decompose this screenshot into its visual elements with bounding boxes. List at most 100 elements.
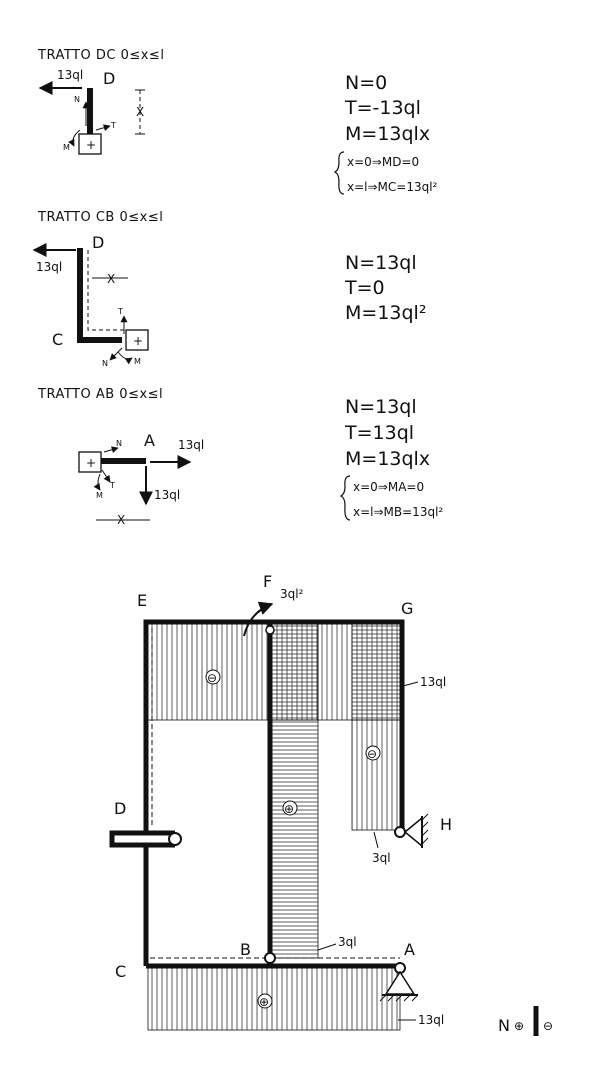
value-right-low: 3ql (372, 851, 391, 865)
axis-m-arrow-ab (93, 473, 101, 491)
leader-center (317, 943, 337, 951)
sign-bg-right (365, 745, 381, 761)
axis-n-arrow-ab (103, 446, 119, 454)
case-ab-1: x=l⇒MB=13ql² (353, 505, 443, 519)
heading-cb: TRATTO CB 0≤x≤l (37, 210, 163, 225)
legend-plus: ⊕ (514, 1019, 524, 1033)
heading-ab: TRATTO AB 0≤x≤l (37, 387, 163, 402)
section-box-dc (78, 133, 102, 155)
legend: N ⊕ ⊖ (498, 1006, 553, 1036)
node-label-a: A (404, 940, 415, 959)
node-b-hinge (264, 952, 276, 964)
moment-label-f: 3ql² (280, 587, 304, 601)
value-bottom: 13ql (418, 1013, 444, 1027)
n-region-center-column (269, 719, 319, 959)
node-label-e: E (137, 591, 147, 610)
node-label-h: H (440, 815, 452, 834)
dashed-fiber-cb (87, 250, 124, 331)
node-label-b: B (240, 940, 251, 959)
legend-label: N (498, 1016, 510, 1035)
axis-m-arrow-dc (68, 129, 81, 147)
n-region-top-mid-h (269, 623, 319, 721)
axis-t-dc: T (110, 121, 116, 130)
section-box-cb (125, 329, 149, 351)
axis-t-arrow-dc (95, 124, 111, 132)
frame-d-e-g-h (143, 619, 405, 836)
support-a-hatch (379, 994, 419, 1002)
axis-m-arrow-cb (117, 351, 133, 365)
axis-n-dc: N (74, 95, 80, 104)
x-label-ab: X (117, 513, 125, 527)
axis-m-ab: M (96, 491, 103, 500)
n-region-right-column (351, 719, 401, 831)
point-c-label-cb: C (52, 330, 63, 349)
node-f-hinge (265, 625, 275, 635)
node-label-c: C (115, 962, 126, 981)
heading-dc: TRATTO DC 0≤x≤l (37, 48, 164, 63)
legend-minus: ⊖ (543, 1019, 553, 1033)
sign-dc: + (86, 138, 96, 152)
brace-ab (339, 475, 351, 521)
sign-bg-top (205, 669, 221, 685)
support-h-hatch (421, 813, 429, 845)
case-ab-0: x=0⇒MA=0 (353, 480, 424, 494)
axis-n-arrow-cb (109, 347, 123, 361)
point-d-label-cb: D (92, 233, 104, 252)
sign-center: ⊕ (284, 802, 294, 816)
sign-cb: + (133, 334, 143, 348)
case-dc-1: x=l⇒MC=13ql² (347, 180, 438, 194)
axis-t-arrow-ab (101, 469, 111, 483)
hinge-d-circle (168, 832, 182, 846)
sign-bg-center (282, 800, 298, 816)
eq-cb-t: T=0 (344, 277, 385, 299)
section-cb: TRATTO CB 0≤x≤l + D C 13ql X T N M N=13q… (32, 210, 426, 368)
eq-ab-t: T=13ql (344, 422, 414, 444)
section-ab: TRATTO AB 0≤x≤l + A 13ql 13ql N T M X N=… (37, 387, 443, 527)
eq-dc-n: N=0 (345, 72, 387, 94)
sign-right: ⊖ (367, 747, 377, 761)
point-d-label: D (103, 69, 115, 88)
section-dc: TRATTO DC 0≤x≤l + 13ql D N T M X N=0 T=-… (37, 48, 438, 195)
eq-cb-n: N=13ql (345, 252, 417, 274)
node-h-hinge (394, 826, 406, 838)
load-label-cb: 13ql (36, 260, 62, 274)
x-label-cb: X (107, 272, 115, 286)
eq-dc-m: M=13qlx (345, 123, 430, 145)
node-label-f: F (263, 572, 272, 591)
frame-c-d-lower (143, 842, 175, 966)
hinge-d-bracket (109, 830, 146, 848)
sign-top: ⊖ (207, 671, 217, 685)
n-region-top-right-gap (317, 623, 353, 721)
case-dc-0: x=0⇒MD=0 (347, 155, 419, 169)
eq-ab-m: M=13qlx (345, 448, 430, 470)
eq-ab-n: N=13ql (345, 396, 417, 418)
member-cb (77, 248, 122, 343)
eq-dc-t: T=-13ql (344, 97, 421, 119)
moment-arrow-f (243, 601, 274, 637)
value-center: 3ql (338, 935, 357, 949)
leader-right-top (402, 681, 419, 687)
leader-right-low (373, 831, 379, 849)
load-label-dc: 13ql (57, 68, 83, 82)
brace-dc (333, 151, 345, 195)
node-label-g: G (401, 599, 413, 618)
axis-t-ab: T (109, 481, 115, 490)
axis-m-cb: M (134, 357, 141, 366)
load-label-ab-v: 13ql (154, 488, 180, 502)
n-region-top-right-h (351, 623, 401, 721)
sign-bg-bottom (257, 993, 273, 1009)
eq-cb-m: M=13ql² (345, 302, 426, 324)
node-label-d: D (114, 799, 126, 818)
n-region-bottom (147, 967, 401, 1031)
x-label-dc: X (136, 105, 144, 119)
axis-m-dc: M (63, 143, 70, 152)
frame-diagram: 3ql² E F G D H C B A 13ql 3ql 3ql 13ql ⊖… (109, 572, 452, 1031)
axis-n-cb: N (102, 359, 108, 368)
axis-n-ab: N (116, 439, 122, 448)
axis-t-cb: T (117, 307, 123, 316)
load-label-ab-h: 13ql (178, 438, 204, 452)
sign-bottom: ⊕ (259, 995, 269, 1009)
value-right-top: 13ql (420, 675, 446, 689)
support-h (403, 816, 423, 848)
